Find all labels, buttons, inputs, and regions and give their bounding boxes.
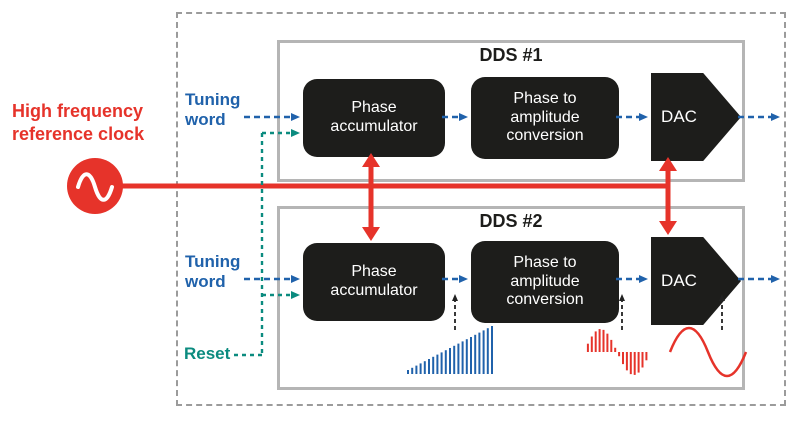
sine-wave-glyph [76,172,114,202]
dds2-dac-block: DAC [651,237,741,325]
dds2-title: DDS #2 [479,211,543,231]
tuning-word-label-dds1: Tuning word [185,90,241,130]
dds1-phase-to-amplitude-block: Phase to amplitude conversion [471,77,619,159]
dds1-box: DDS #1 Phase accumulator Phase to amplit… [277,40,745,182]
reset-label: Reset [184,344,231,363]
dds2-phase-accumulator-block: Phase accumulator [303,243,445,321]
dds1-dac-block: DAC [651,73,741,161]
dds1-title: DDS #1 [479,45,543,65]
dds2-phase-to-amplitude-block: Phase to amplitude conversion [471,241,619,323]
outer-dashed-border [176,12,786,406]
dds2-box: DDS #2 Phase accumulator Phase to amplit… [277,206,745,390]
tuning-word-label-dds2: Tuning word [185,252,241,292]
reference-clock-label: High frequency reference clock [12,101,145,144]
sine-clock-icon [67,158,123,214]
dds1-phase-accumulator-block: Phase accumulator [303,79,445,157]
